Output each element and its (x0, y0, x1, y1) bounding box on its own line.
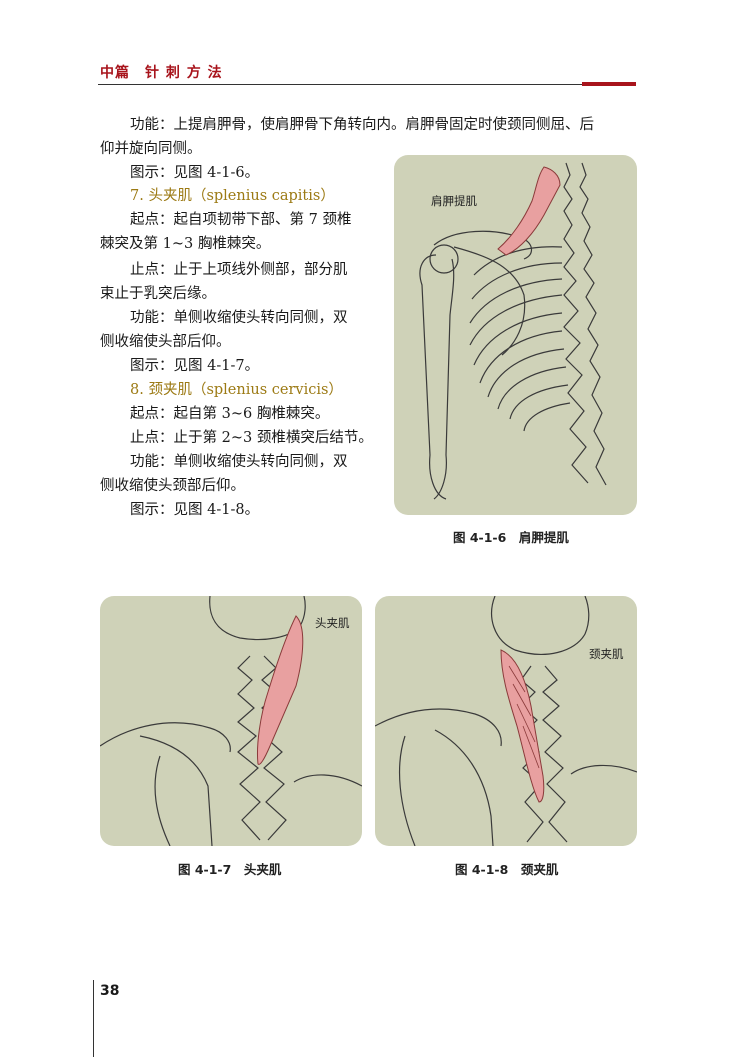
splenius-capitis-function-1: 功能：单侧收缩使头转向同侧，双 (130, 310, 348, 326)
heading-splenius-cervicis: 8. 颈夹肌（splenius cervicis） (130, 382, 343, 398)
levator-scapulae-illustration (419, 162, 607, 500)
page-margin-rule (93, 980, 94, 1057)
splenius-cervicis-insertion: 止点：止于第 2~3 颈椎横突后结节。 (130, 430, 373, 446)
splenius-cervicis-function-2: 侧收缩使头颈部后仰。 (100, 478, 245, 494)
figure-label-splenius-capitis: 头夹肌 (315, 616, 350, 630)
splenius-cervicis-origin: 起点：起自第 3~6 胸椎棘突。 (130, 406, 330, 422)
splenius-capitis-origin-2: 棘突及第 1~3 胸椎棘突。 (100, 236, 271, 252)
splenius-capitis-illustration (100, 596, 362, 846)
splenius-capitis-insertion-2: 束止于乳突后缘。 (100, 286, 216, 302)
para-figure-ref-416: 图示：见图 4-1-6。 (130, 165, 260, 181)
figure-levator-scapulae: 肩胛提肌 (394, 155, 637, 515)
figure-splenius-capitis: 头夹肌 (100, 596, 362, 846)
page-number: 38 (100, 983, 120, 999)
splenius-cervicis-illustration (375, 596, 637, 846)
caption-figure-4-1-6: 图 4-1-6 肩胛提肌 (453, 530, 569, 545)
figure-splenius-cervicis: 颈夹肌 (375, 596, 637, 846)
para-function-line1: 功能：上提肩胛骨，使肩胛骨下角转向内。肩胛骨固定时使颈同侧屈、后 (130, 117, 594, 133)
header-rule (98, 84, 636, 85)
heading-splenius-capitis: 7. 头夹肌（splenius capitis） (130, 188, 335, 204)
splenius-cervicis-function-1: 功能：单侧收缩使头转向同侧，双 (130, 454, 348, 470)
para-function-line2: 仰并旋向同侧。 (100, 141, 202, 157)
para-figure-ref-418: 图示：见图 4-1-8。 (130, 502, 260, 518)
caption-figure-4-1-7: 图 4-1-7 头夹肌 (178, 862, 282, 877)
caption-figure-4-1-8: 图 4-1-8 颈夹肌 (455, 862, 559, 877)
splenius-capitis-insertion-1: 止点：止于上项线外侧部，部分肌 (130, 262, 348, 278)
chapter-header: 中篇 针 刺 方 法 (100, 65, 223, 81)
figure-label-splenius-cervicis: 颈夹肌 (589, 647, 624, 661)
splenius-capitis-origin-1: 起点：起自项韧带下部、第 7 颈椎 (130, 212, 352, 228)
figure-label-levator-scapulae: 肩胛提肌 (431, 194, 477, 208)
header-accent-bar (582, 82, 636, 86)
para-figure-ref-417: 图示：见图 4-1-7。 (130, 358, 260, 374)
splenius-capitis-function-2: 侧收缩使头部后仰。 (100, 334, 231, 350)
